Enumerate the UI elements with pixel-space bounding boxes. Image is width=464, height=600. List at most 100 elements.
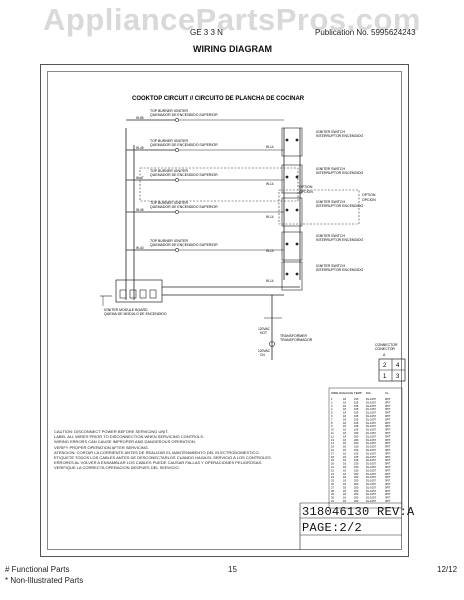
table-cell: DL-1057	[366, 485, 377, 489]
transformer-sub: TRANSFORMADOR	[280, 338, 313, 342]
table-cell: 18	[343, 496, 346, 500]
burner-group: TOP BURNER IGNITER QUEMADOR DE ENCENDIDO …	[126, 109, 284, 252]
table-cell: 18	[343, 468, 346, 472]
caution-notes: CAUTION: DISCONNECT POWER BEFORE SERVICI…	[54, 429, 304, 471]
table-cell: 200	[354, 496, 359, 500]
table-cell: 105	[354, 397, 359, 401]
table-cell: 150	[354, 468, 359, 472]
table-cell: 18	[343, 472, 346, 476]
switch-sub: INTERRUPTOR ENCENDIDO	[316, 171, 363, 175]
table-cell: 200	[354, 482, 359, 486]
table-cell: DL-1057	[366, 451, 377, 455]
table-cell: 3PIT	[385, 475, 391, 479]
table-cell: 18	[343, 438, 346, 442]
table-cell: 200	[354, 472, 359, 476]
switch-sub: INTERRUPTOR ENCENDIDO	[316, 134, 363, 138]
table-cell: DL-1057	[366, 421, 377, 425]
table-cell: 3PIT	[385, 438, 391, 442]
igniter-module-board	[115, 279, 163, 303]
wire-tag: W-46	[136, 208, 144, 212]
supply-cn: CN	[260, 353, 265, 357]
table-cell: DL-1057	[366, 400, 377, 404]
table-cell: 3PIT	[385, 400, 391, 404]
option-box-right	[278, 189, 360, 225]
table-cell: 3PIT	[385, 404, 391, 408]
table-cell: DL-1057	[366, 407, 377, 411]
table-cell: 1	[331, 397, 333, 401]
table-cell: 27	[331, 485, 334, 489]
switch-contact	[285, 175, 289, 179]
table-cell: 14	[331, 441, 334, 445]
table-cell: 25	[331, 479, 334, 483]
table-cell: 200	[354, 431, 359, 435]
footer-page-number: 15	[228, 565, 237, 574]
switch-sub: INTERRUPTOR ENCENDIDO	[316, 238, 363, 242]
connector-pin: 3	[396, 374, 400, 380]
table-cell: 3PIT	[385, 414, 391, 418]
table-cell: DL-1057	[366, 445, 377, 449]
module-label: IGNITER MODULE BOARD	[104, 308, 148, 312]
footer-non-illustrated: * Non-Illustrated Parts	[5, 576, 84, 585]
caution-line: LABEL ALL WIRES PRIOR TO DISCONNECTION W…	[54, 434, 205, 440]
wire-tag: W-45	[136, 146, 144, 150]
switch-contact	[295, 138, 299, 142]
table-cell: 3	[331, 404, 333, 408]
table-cell: 105	[354, 428, 359, 432]
wire-tag: W-40	[136, 246, 144, 250]
table-cell: 18	[343, 445, 346, 449]
table-cell: 3PIT	[385, 499, 391, 503]
module-terminal-4	[149, 289, 157, 299]
table-cell: 200	[354, 434, 359, 438]
table-cell: 7	[331, 417, 333, 421]
publication-number: Publication No. 5995624243	[315, 28, 416, 37]
table-cell: 150	[354, 462, 359, 466]
table-cell: 105	[354, 451, 359, 455]
table-cell: DL-1057	[366, 448, 377, 452]
burner-label: TOP BURNER IGNITER	[150, 139, 188, 143]
burner-label: TOP BURNER IGNITER	[150, 169, 188, 173]
table-cell: 26	[331, 482, 334, 486]
table-cell: 21	[331, 465, 334, 469]
connector-pin: 4	[396, 363, 400, 369]
burner-label: TOP BURNER IGNITER	[150, 239, 188, 243]
table-cell: 3PIT	[385, 411, 391, 415]
table-cell: DL-1057	[366, 479, 377, 483]
table-cell: 20	[331, 462, 334, 466]
table-cell: 3PIT	[385, 431, 391, 435]
igniter-icon	[175, 248, 179, 252]
supply-hot: HOT	[260, 331, 267, 335]
model-label: GE 3 3 N	[190, 28, 223, 37]
table-cell: 22	[331, 468, 334, 472]
wire-tag: W-14	[266, 145, 274, 149]
table-cell: 200	[354, 479, 359, 483]
table-cell: DL-1057	[366, 404, 377, 408]
module-terminal-2	[129, 289, 137, 299]
table-cell: DL-1057	[366, 465, 377, 469]
connector-pin: 2	[383, 363, 387, 369]
table-cell: 200	[354, 499, 359, 503]
table-cell: DL-1057	[366, 499, 377, 503]
supply-hot-v: 120VAC	[258, 327, 271, 331]
table-cell: DL-1057	[366, 438, 377, 442]
burner-sub: QUEMADOR DE ENCENDIDO SUPERIOR	[150, 205, 218, 209]
table-cell: DL-1057	[366, 414, 377, 418]
table-cell: 105	[354, 417, 359, 421]
table-cell: 150	[354, 448, 359, 452]
table-cell: DL-1057	[366, 434, 377, 438]
table-cell: 3PIT	[385, 424, 391, 428]
table-cell: 18	[343, 407, 346, 411]
wire-tag: W-14	[266, 249, 274, 253]
table-cell: 18	[343, 400, 346, 404]
table-cell: 16	[331, 448, 334, 452]
table-cell: 105	[354, 421, 359, 425]
table-header: WIRE NO.	[331, 391, 344, 395]
table-cell: 18	[343, 434, 346, 438]
table-header: CL	[385, 391, 389, 395]
table-cell: DL-1057	[366, 462, 377, 466]
table-cell: DL-1057	[366, 475, 377, 479]
table-cell: 200	[354, 441, 359, 445]
switch-label: IGNITER SWITCH	[316, 234, 345, 238]
option-left-sub: OPCION	[299, 190, 313, 194]
watermark: AppliancePartsPros.com	[43, 2, 421, 37]
wire-tag: W-14	[266, 279, 274, 283]
